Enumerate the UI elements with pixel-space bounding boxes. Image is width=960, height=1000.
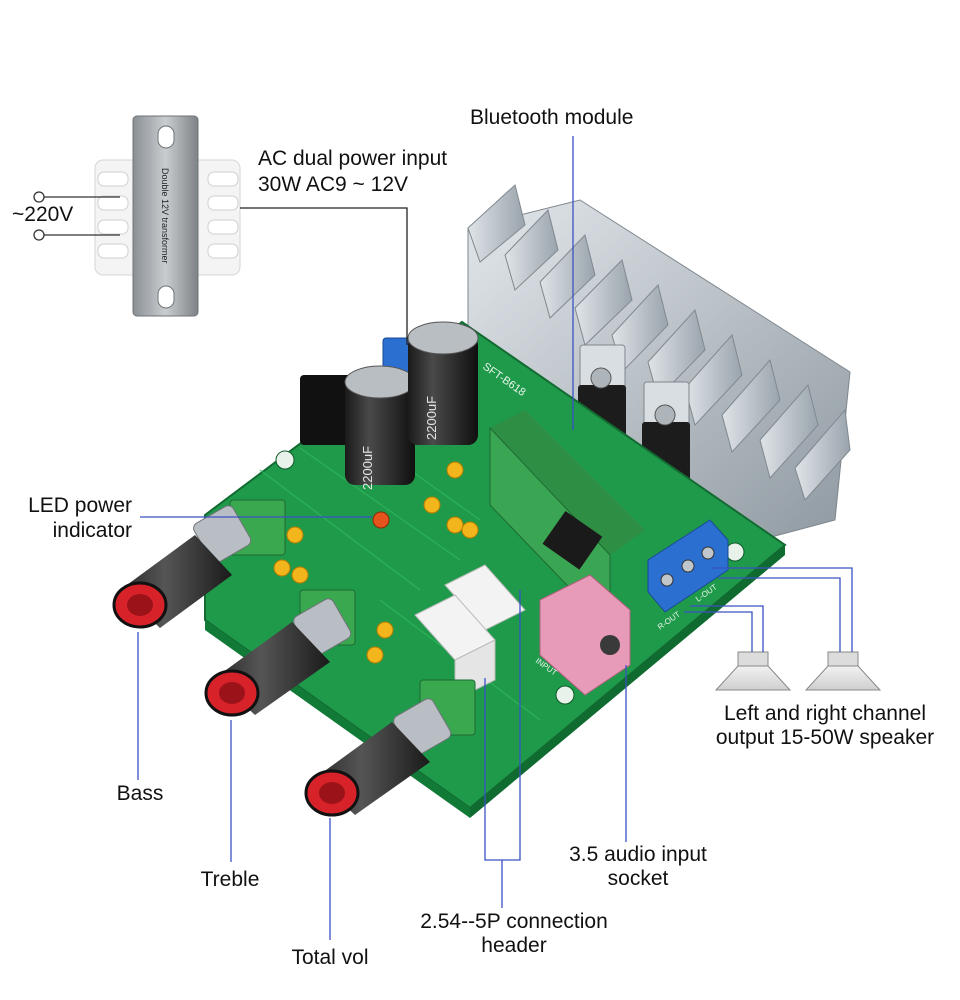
- speaker-l-leader: [718, 577, 841, 652]
- ac-input-label-line2: 30W AC9 ~ 12V: [258, 173, 409, 196]
- leader-lines: [137, 136, 853, 940]
- ac-input-leader: [240, 207, 408, 345]
- speaker-label-line1: Left and right channel: [724, 702, 926, 725]
- header-leader: [484, 590, 521, 908]
- bass-label: Bass: [116, 782, 164, 805]
- led-label-line1: LED power: [28, 494, 132, 517]
- header-label-line2: header: [481, 934, 547, 957]
- bluetooth-label: Bluetooth module: [470, 106, 634, 129]
- treble-label: Treble: [200, 868, 260, 891]
- capacitor-1: 2200uF: [344, 365, 416, 490]
- total-vol-label: Total vol: [291, 946, 369, 969]
- header-label-line1: 2.54--5P connection: [420, 910, 608, 933]
- capacitor-2-text: 2200uF: [424, 396, 439, 440]
- audio-label-line1: 3.5 audio input: [569, 843, 707, 866]
- led-label-line2: indicator: [52, 519, 132, 542]
- speaker-right-icon: [804, 651, 882, 691]
- audio-jack: INPUT: [534, 574, 631, 696]
- ac-input-label-line1: AC dual power input: [258, 147, 448, 170]
- heatsink-icon: [467, 184, 851, 541]
- led-indicator: [372, 511, 390, 529]
- speaker-left-icon: [714, 651, 792, 691]
- volume-knob[interactable]: [304, 697, 453, 817]
- capacitor-1-text: 2200uF: [360, 446, 375, 490]
- capacitor-2: 2200uF: [407, 321, 479, 445]
- speaker-r2-leader: [684, 611, 753, 652]
- voltage-label: ~220V: [12, 203, 74, 226]
- audio-label-line2: socket: [607, 867, 669, 890]
- bass-knob[interactable]: [112, 504, 253, 629]
- speaker-label-line2: output 15-50W speaker: [715, 726, 935, 749]
- treble-knob[interactable]: [204, 597, 353, 717]
- ceramic-capacitors: [273, 461, 479, 664]
- speaker-l2-leader: [712, 567, 853, 652]
- transformer-body-text: Double 12V transformer: [160, 168, 170, 264]
- transformer-icon: Double 12V transformer: [33, 115, 241, 317]
- speaker-r-leader: [690, 605, 764, 652]
